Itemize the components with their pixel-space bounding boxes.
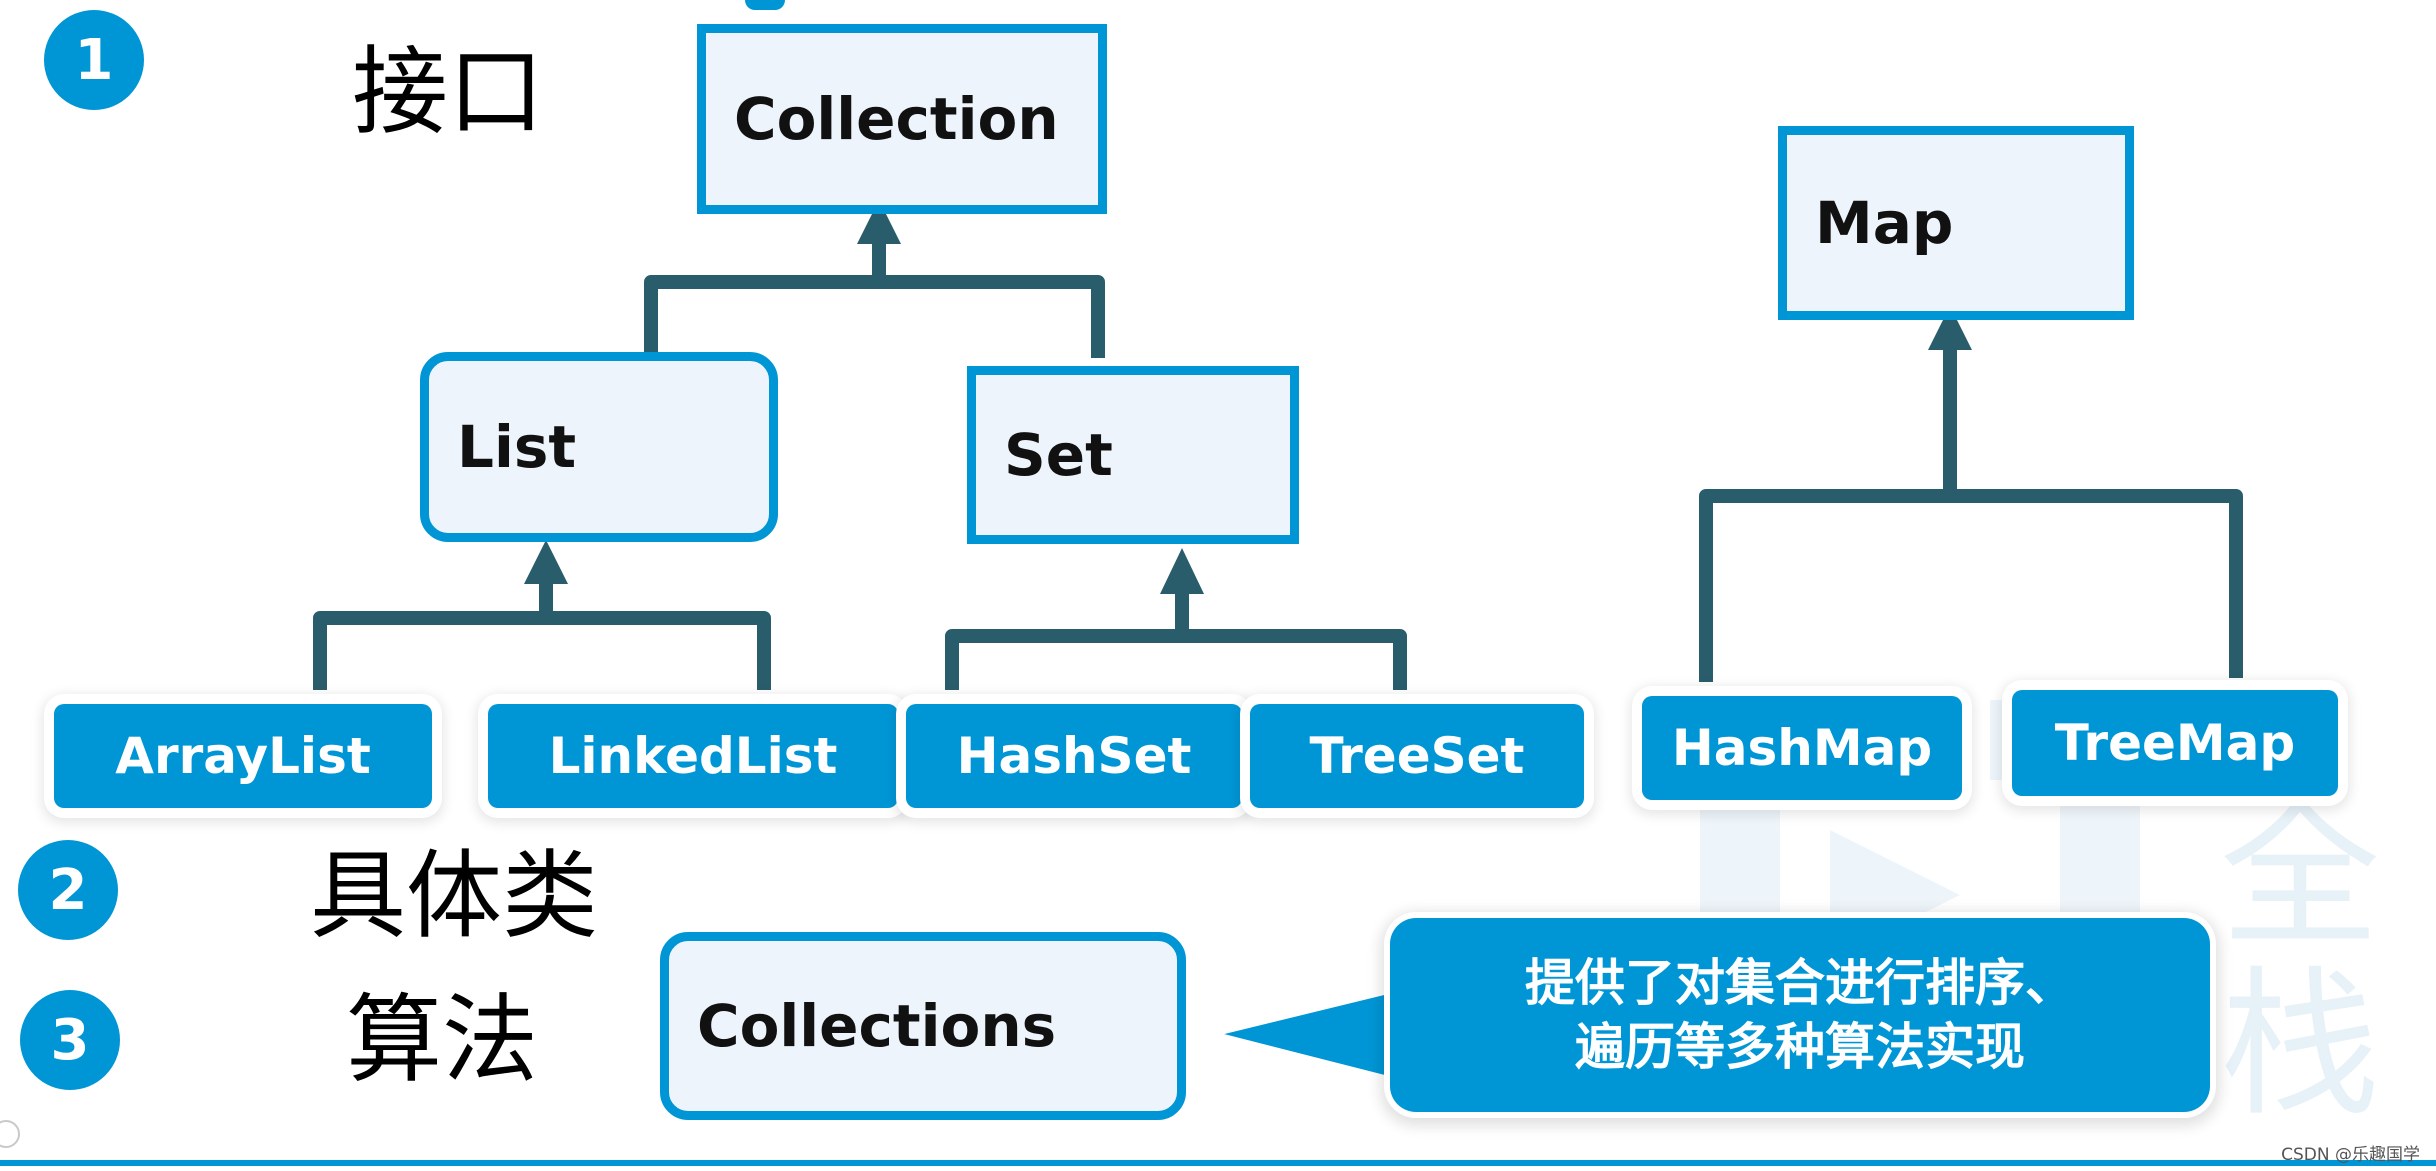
step-2-label: 具体类 [310,840,598,952]
impl-linkedlist: LinkedList [488,704,898,808]
step-1-badge: 1 [44,10,144,110]
footer-rule [0,1160,2436,1166]
class-collections: Collections [660,932,1186,1120]
interface-set: Set [967,366,1299,544]
arrowhead-map [1928,306,1972,350]
impl-hashmap: HashMap [1642,696,1962,800]
interface-collection: Collection [697,24,1107,214]
impl-treeset: TreeSet [1250,704,1584,808]
step-2-badge: 2 [18,840,118,940]
algorithm-callout: 提供了对集合进行排序、 遍历等多种算法实现 [1390,918,2210,1112]
interface-set-label: Set [1004,421,1113,489]
step-1-label: 接口 [352,36,544,148]
top-edge-fragment [745,0,785,10]
connector-collection-to-list-set [644,275,1105,358]
interface-map: Map [1778,126,2134,320]
source-credit: CSDN @乐趣国学 [2281,1145,2420,1165]
connector-set-children [945,629,1407,690]
corner-circle-icon [0,1120,20,1148]
interface-collection-label: Collection [734,85,1059,153]
impl-hashset: HashSet [906,704,1242,808]
arrowhead-set [1160,548,1204,594]
interface-list: List [420,352,778,542]
interface-list-label: List [457,413,577,481]
connector-map-children [1699,489,2243,682]
arrowhead-collection [857,200,901,244]
step-3-badge: 3 [20,990,120,1090]
watermark-text: 全栈 大数 [2220,790,2381,1120]
connector-list-children [313,611,771,690]
class-collections-label: Collections [697,992,1057,1060]
impl-arraylist: ArrayList [54,704,432,808]
algorithm-callout-text: 提供了对集合进行排序、 遍历等多种算法实现 [1525,954,2075,1076]
step-3-label: 算法 [346,984,538,1096]
interface-map-label: Map [1815,189,1954,257]
impl-treemap: TreeMap [2012,690,2338,796]
arrowhead-list [524,540,568,584]
